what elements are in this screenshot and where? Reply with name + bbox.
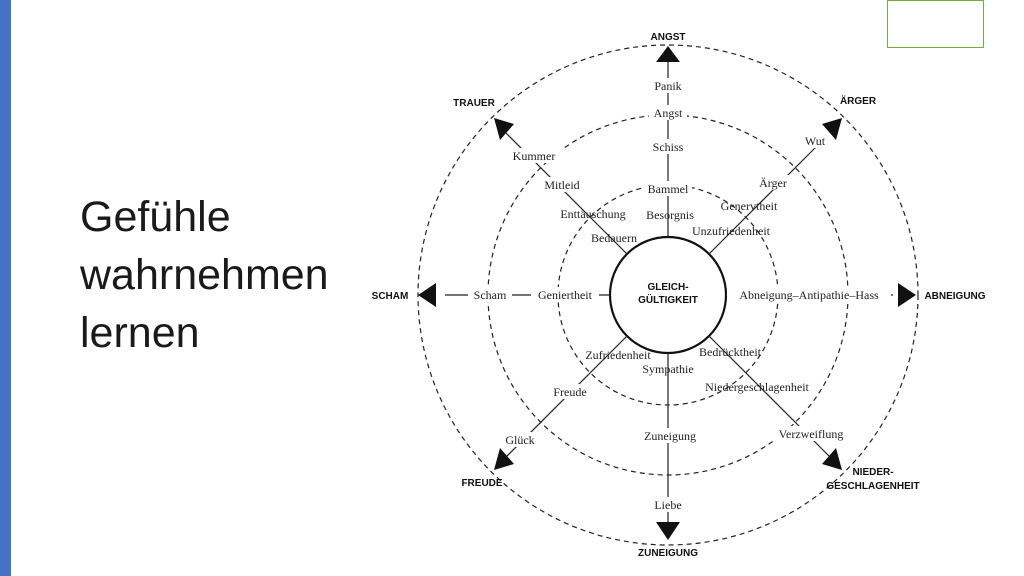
label-glueck: Glück <box>505 433 534 447</box>
arrow-top-left <box>494 118 514 140</box>
label-backgrounds <box>468 78 891 512</box>
arrowheads <box>418 46 916 540</box>
label-zuneigung: Zuneigung <box>644 429 696 443</box>
label-panik: Panik <box>654 79 681 93</box>
title-line-2: wahrnehmen <box>80 251 329 299</box>
title-line-3: lernen <box>80 309 200 357</box>
label-bedruecktheit: Bedrücktheit <box>699 345 762 359</box>
label-unzufriedenheit: Unzufriedenheit <box>692 224 771 238</box>
arrow-bottom <box>656 522 680 540</box>
dir-left: SCHAM <box>372 291 409 302</box>
label-aerger: Ärger <box>759 176 787 190</box>
placeholder-box <box>887 0 984 48</box>
arrow-bottom-right <box>822 448 842 470</box>
label-besorgnis: Besorgnis <box>646 208 694 222</box>
slide-title: Gefühle wahrnehmen lernen <box>80 188 380 362</box>
label-niedergeschlagenheit: Niedergeschlagenheit <box>705 380 809 394</box>
label-scham: Scham <box>474 288 507 302</box>
accent-bar <box>0 0 11 576</box>
dir-bottom: ZUNEIGUNG <box>638 548 698 559</box>
label-angst: Angst <box>654 106 683 120</box>
dir-bottom-right-1: NIEDER- <box>852 467 893 478</box>
dir-bottom-left: FREUDE <box>461 478 502 489</box>
label-freude: Freude <box>553 385 586 399</box>
center-label-2: GÜLTIGKEIT <box>638 293 698 306</box>
dir-bottom-right-2: GESCHLAGENHEIT <box>826 481 919 492</box>
label-sympathie: Sympathie <box>642 362 693 376</box>
dir-right: ABNEIGUNG <box>924 291 985 302</box>
dir-top: ANGST <box>651 32 686 43</box>
label-mitleid: Mitleid <box>544 178 579 192</box>
label-geniertheit: Geniertheit <box>538 288 593 302</box>
center-label-1: GLEICH- <box>647 282 688 293</box>
title-line-1: Gefühle <box>80 193 231 241</box>
arrow-bottom-left <box>494 448 514 470</box>
emotion-wheel-diagram: ANGST ÄRGER ABNEIGUNG NIEDER- GESCHLAGEN… <box>372 32 986 559</box>
label-bedauern: Bedauern <box>591 231 637 245</box>
arrow-top-right <box>822 118 842 140</box>
arrow-left <box>418 283 436 307</box>
dir-top-right: ÄRGER <box>840 94 877 107</box>
label-liebe: Liebe <box>654 498 681 512</box>
dir-top-left: TRAUER <box>453 98 495 109</box>
arrow-top <box>656 46 680 62</box>
label-zufriedenheit: Zufriedenheit <box>585 348 651 362</box>
label-bammel: Bammel <box>648 182 689 196</box>
label-schiss: Schiss <box>653 140 684 154</box>
label-abneigung-chain: Abneigung–Antipathie–Hass <box>739 288 879 302</box>
label-genervtheit: Genervtheit <box>721 199 778 213</box>
arrow-right <box>898 283 916 307</box>
label-wut: Wut <box>805 134 826 148</box>
spoke-top-right <box>708 132 831 255</box>
label-enttaeuschung: Enttäuschung <box>560 207 625 221</box>
label-verzweiflung: Verzweiflung <box>779 427 844 441</box>
label-kummer: Kummer <box>513 149 556 163</box>
